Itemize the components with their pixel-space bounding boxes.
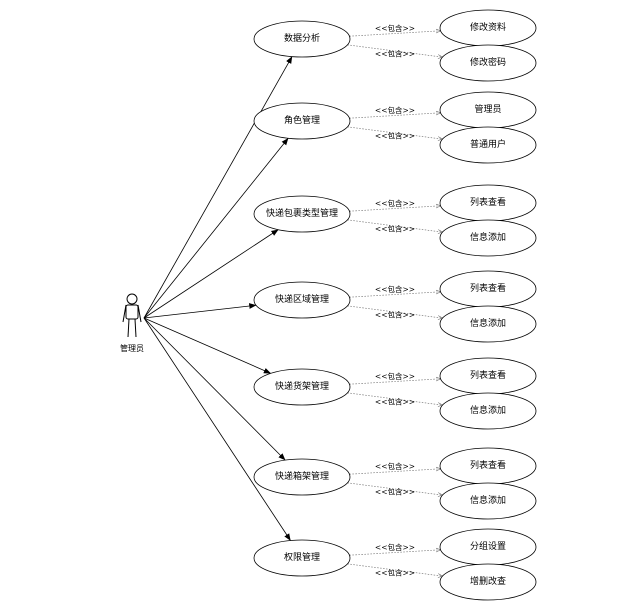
association-line [143, 56, 293, 319]
use-case-ellipse [253, 539, 351, 577]
use-case-6: 快递箱架管理 [253, 458, 351, 496]
sub-use-case: 增删改查 [439, 563, 537, 601]
sub-use-case: 信息添加 [439, 305, 537, 343]
sub-use-case: 修改密码 [439, 44, 537, 82]
sub-use-case-label: 信息添加 [470, 404, 506, 416]
include-line [349, 113, 440, 119]
sub-use-case-label: 修改密码 [470, 56, 506, 68]
sub-use-case: 列表查看 [439, 184, 537, 222]
sub-use-case-ellipse [439, 219, 537, 257]
sub-use-case-label: 信息添加 [470, 494, 506, 506]
use-case-7: 权限管理 [253, 539, 351, 577]
association-line [143, 137, 289, 319]
include-line [349, 379, 440, 385]
include-label: <<包含>> [375, 284, 415, 294]
sub-use-case-label: 增删改查 [470, 575, 506, 587]
include-label: <<包含>> [375, 310, 415, 320]
use-case-label: 快递箱架管理 [275, 470, 329, 482]
sub-use-case: 列表查看 [439, 270, 537, 308]
sub-use-case: 信息添加 [439, 219, 537, 257]
use-case-5: 快递货架管理 [253, 368, 351, 406]
actor-admin: 管理员 [120, 293, 144, 353]
association-line [143, 317, 272, 374]
include-line [347, 126, 442, 139]
use-case-label: 快递包裹类型管理 [266, 207, 338, 219]
sub-use-case: 信息添加 [439, 482, 537, 520]
include-line [349, 550, 440, 556]
sub-use-case-label: 列表查看 [470, 369, 506, 381]
sub-use-case-ellipse [439, 563, 537, 601]
use-case-label: 权限管理 [284, 551, 320, 563]
include-line [349, 206, 440, 212]
use-case-3: 快递包裹类型管理 [253, 195, 351, 233]
include-label: <<包含>> [375, 23, 415, 33]
sub-use-case-ellipse [439, 482, 537, 520]
sub-use-case-label: 修改资料 [470, 21, 506, 33]
sub-use-case-ellipse [439, 44, 537, 82]
sub-use-case-ellipse [439, 392, 537, 430]
use-case-4: 快递区域管理 [253, 281, 351, 319]
sub-use-case-ellipse [439, 126, 537, 164]
use-case-1: 数据分析 [253, 20, 351, 58]
use-case-label: 角色管理 [284, 114, 320, 126]
include-label: <<包含>> [375, 224, 415, 234]
use-case-ellipse [253, 368, 351, 406]
association-line [143, 303, 257, 319]
include-label: <<包含>> [375, 542, 415, 552]
include-line [347, 305, 442, 318]
sub-use-case-label: 信息添加 [470, 231, 506, 243]
association-line [143, 229, 279, 319]
use-case-label: 数据分析 [284, 32, 320, 44]
use-case-2: 角色管理 [253, 102, 351, 140]
include-label: <<包含>> [375, 397, 415, 407]
include-label: <<包含>> [375, 371, 415, 381]
sub-use-case: 列表查看 [439, 447, 537, 485]
sub-use-case: 普通用户 [439, 126, 537, 164]
sub-use-case: 列表查看 [439, 357, 537, 395]
use-case-label: 快递货架管理 [275, 380, 329, 392]
include-label: <<包含>> [375, 487, 415, 497]
association-line [143, 317, 286, 461]
actor-label: 管理员 [120, 343, 144, 353]
sub-use-case-label: 列表查看 [470, 282, 506, 294]
include-line [347, 392, 442, 405]
include-label: <<包含>> [375, 49, 415, 59]
use-case-ellipse [253, 102, 351, 140]
sub-use-case-label: 列表查看 [470, 196, 506, 208]
sub-use-case: 信息添加 [439, 392, 537, 430]
association-line [143, 317, 291, 541]
use-case-ellipse [253, 281, 351, 319]
include-label: <<包含>> [375, 131, 415, 141]
include-label: <<包含>> [375, 198, 415, 208]
sub-use-case: 修改资料 [439, 9, 537, 47]
include-label: <<包含>> [375, 461, 415, 471]
include-line [349, 292, 440, 298]
sub-use-case-label: 普通用户 [470, 138, 506, 150]
include-line [347, 44, 442, 57]
include-line [347, 219, 442, 232]
include-label: <<包含>> [375, 568, 415, 578]
use-case-ellipse [253, 195, 351, 233]
sub-use-case-label: 管理员 [474, 103, 501, 115]
sub-use-case-label: 列表查看 [470, 459, 506, 471]
sub-use-case-label: 信息添加 [470, 317, 506, 329]
use-case-ellipse [253, 20, 351, 58]
use-case-label: 快递区域管理 [275, 293, 329, 305]
include-line [349, 469, 440, 475]
sub-use-case-label: 分组设置 [470, 540, 506, 552]
include-line [347, 563, 442, 576]
include-line [347, 482, 442, 495]
include-label: <<包含>> [375, 105, 415, 115]
use-case-ellipse [253, 458, 351, 496]
include-line [349, 31, 440, 37]
sub-use-case: 分组设置 [439, 528, 537, 566]
sub-use-case-ellipse [439, 305, 537, 343]
sub-use-case: 管理员 [439, 91, 537, 129]
stick-figure-icon [122, 293, 142, 338]
